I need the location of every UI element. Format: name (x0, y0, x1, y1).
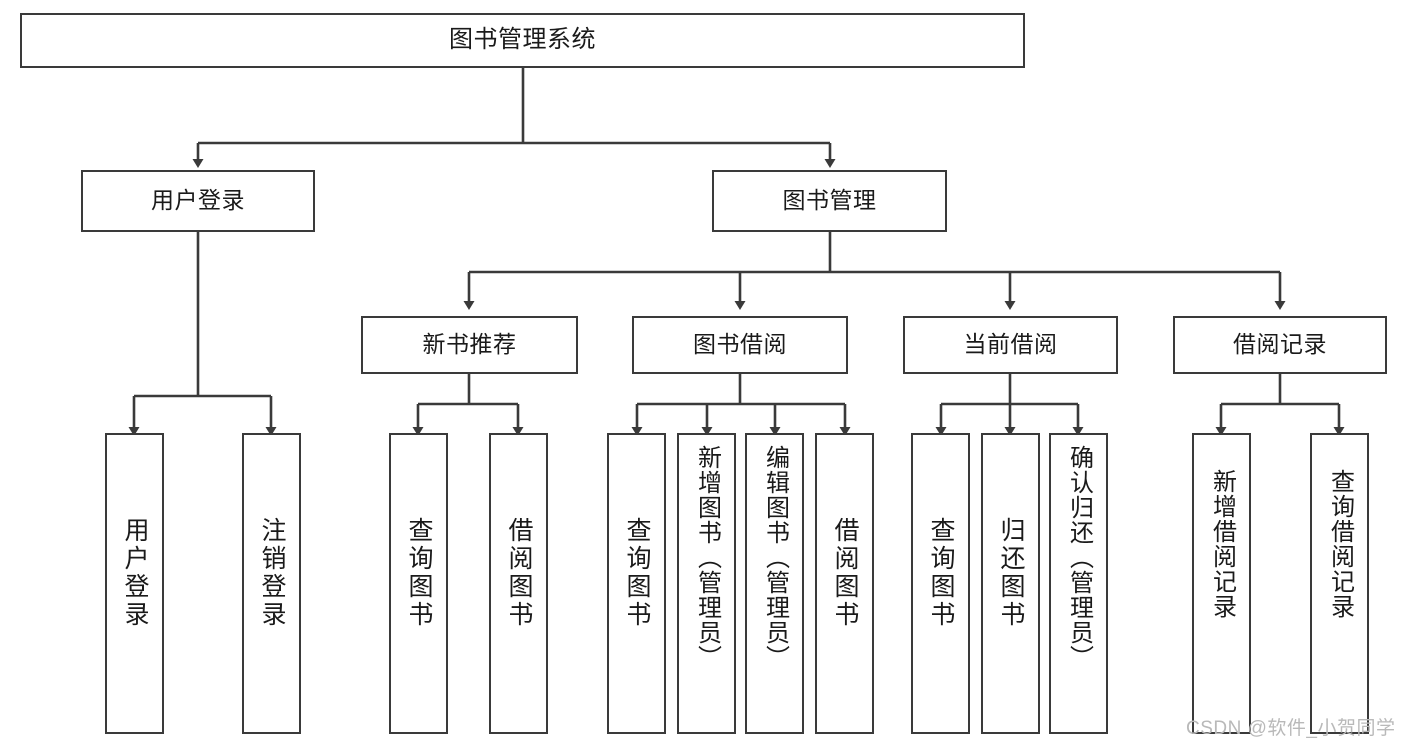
node-label: 查询图书 (623, 517, 651, 629)
leaf-borrow-book-recommend[interactable]: 借阅图书 (489, 433, 548, 734)
node-label: 图书管理 (782, 187, 877, 214)
node-label: 新增借阅记录 (1208, 469, 1236, 619)
node-label: 用户登录 (151, 187, 245, 214)
leaf-logout-login[interactable]: 注销登录 (242, 433, 301, 734)
leaf-confirm-return-admin[interactable]: 确认归还（管理员） (1049, 433, 1108, 734)
leaf-add-book-admin[interactable]: 新增图书（管理员） (677, 433, 736, 734)
node-label: 用户登录 (121, 517, 149, 629)
leaf-query-book-recommend[interactable]: 查询图书 (389, 433, 448, 734)
node-book-management[interactable]: 图书管理 (712, 170, 947, 232)
leaf-query-book-borrow[interactable]: 查询图书 (607, 433, 666, 734)
watermark-text: CSDN @软件_小贺同学 (1186, 718, 1396, 739)
leaf-query-borrow-record[interactable]: 查询借阅记录 (1310, 433, 1369, 734)
node-label: 新增图书（管理员） (693, 445, 721, 670)
leaf-borrow-book[interactable]: 借阅图书 (815, 433, 874, 734)
node-root-book-management-system[interactable]: 图书管理系统 (20, 13, 1025, 68)
node-new-book-recommendation[interactable]: 新书推荐 (361, 316, 578, 374)
leaf-query-book-current[interactable]: 查询图书 (911, 433, 970, 734)
node-label: 归还图书 (997, 517, 1025, 629)
node-label: 编辑图书（管理员） (761, 445, 789, 670)
node-label: 借阅图书 (505, 517, 533, 629)
node-label: 查询图书 (927, 517, 955, 629)
leaf-add-borrow-record[interactable]: 新增借阅记录 (1192, 433, 1251, 734)
node-label: 当前借阅 (963, 331, 1058, 358)
node-label: 借阅记录 (1233, 331, 1327, 358)
node-label: 图书借阅 (693, 331, 787, 358)
node-label: 注销登录 (258, 517, 286, 629)
node-user-login[interactable]: 用户登录 (81, 170, 315, 232)
node-label: 查询借阅记录 (1326, 469, 1354, 619)
node-book-borrowing[interactable]: 图书借阅 (632, 316, 848, 374)
node-label: 确认归还（管理员） (1065, 445, 1093, 670)
node-label: 图书管理系统 (449, 26, 596, 54)
leaf-edit-book-admin[interactable]: 编辑图书（管理员） (745, 433, 804, 734)
node-label: 查询图书 (405, 517, 433, 629)
node-borrowing-record[interactable]: 借阅记录 (1173, 316, 1387, 374)
leaf-return-book[interactable]: 归还图书 (981, 433, 1040, 734)
node-label: 借阅图书 (831, 517, 859, 629)
leaf-user-login[interactable]: 用户登录 (105, 433, 164, 734)
node-label: 新书推荐 (422, 331, 517, 358)
node-current-borrowing[interactable]: 当前借阅 (903, 316, 1118, 374)
